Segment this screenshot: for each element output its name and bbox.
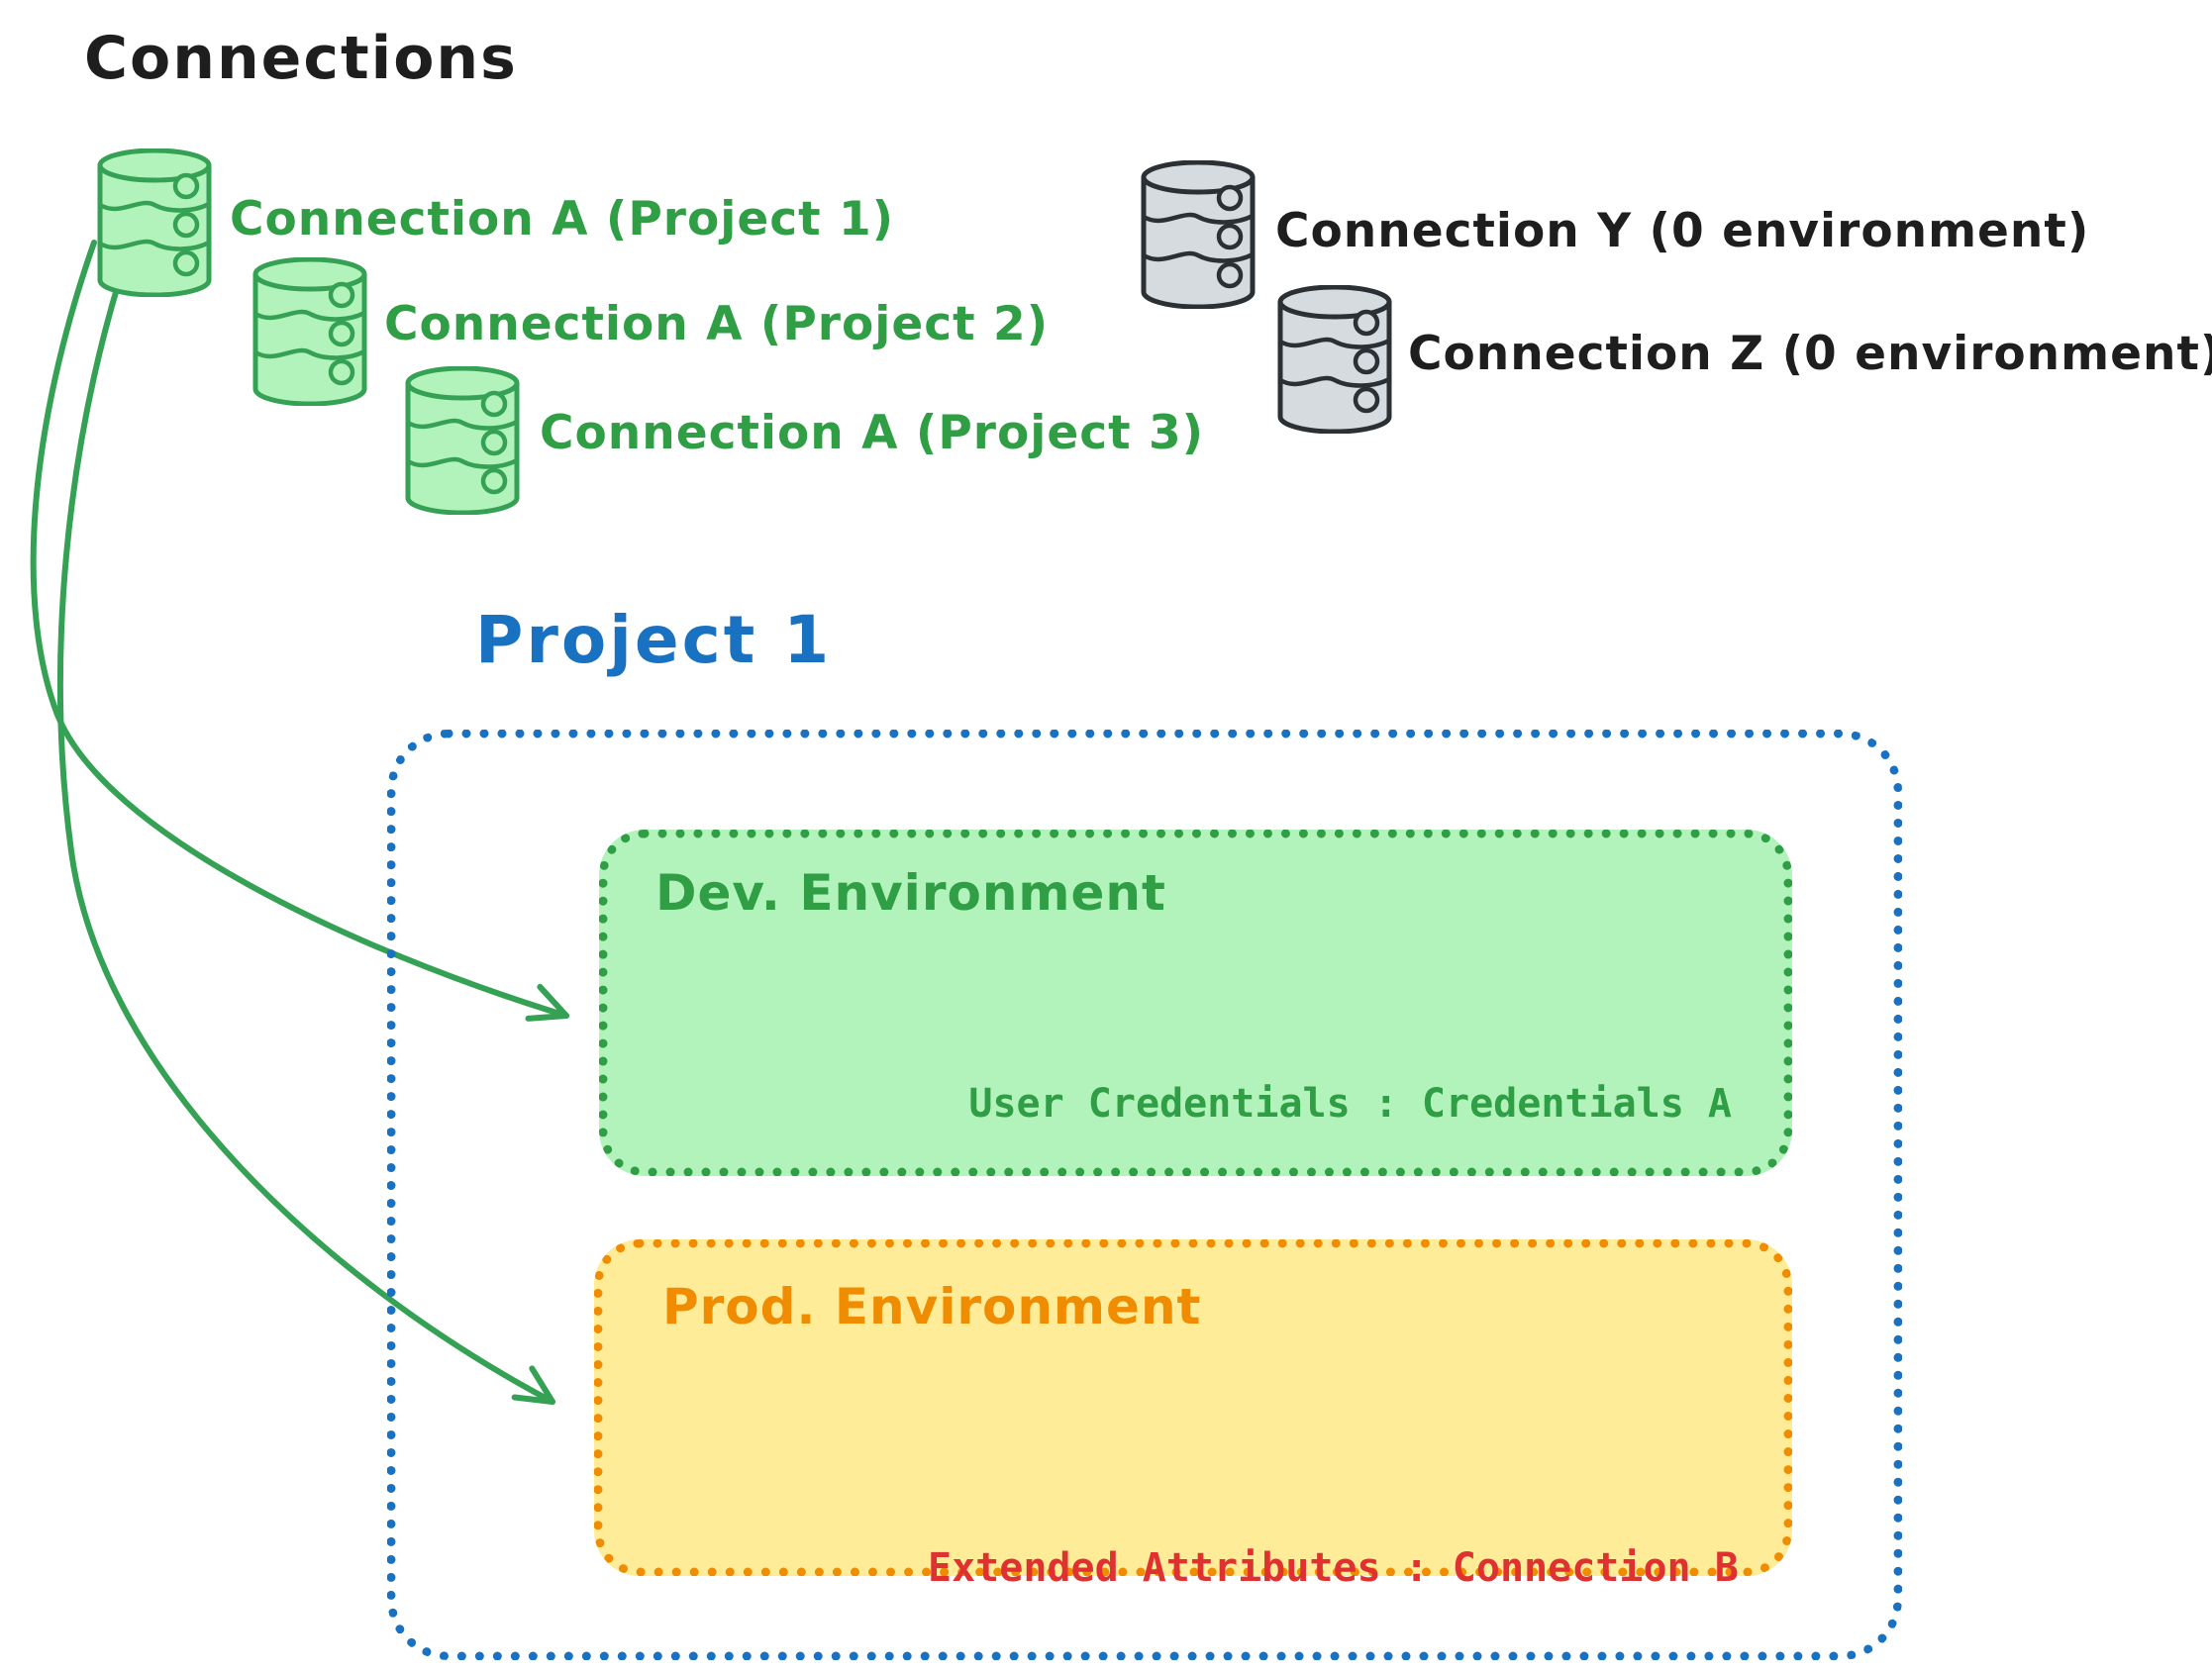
prod-environment-box: Prod. Environment Extended Attributes : … xyxy=(594,1239,1792,1591)
dev-environment-label: Dev. Environment xyxy=(655,864,1166,922)
database-icon xyxy=(1277,285,1392,434)
connection-a-project-2-label: Connection A (Project 2) xyxy=(384,297,1050,351)
project-1-container xyxy=(387,730,1902,1660)
prod-environment-label: Prod. Environment xyxy=(662,1278,1202,1335)
database-icon xyxy=(405,366,520,515)
dev-credentials-text: User Credentials : Credentials A xyxy=(968,1081,1732,1127)
diagram-title: Connections xyxy=(84,24,518,93)
database-icon xyxy=(252,257,367,406)
database-icon xyxy=(1141,160,1256,309)
prod-credentials-line-1: Extended Attributes : Connection B xyxy=(928,1545,1739,1591)
dev-environment-box: Dev. Environment User Credentials : Cred… xyxy=(599,830,1792,1176)
connection-z-label: Connection Z (0 environment) xyxy=(1408,327,2212,381)
project-1-label: Project 1 xyxy=(475,602,833,678)
connection-a-project-1-label: Connection A (Project 1) xyxy=(230,192,895,246)
prod-credentials-text: Extended Attributes : Connection B Ext.A… xyxy=(928,1442,1762,1674)
connection-y-label: Connection Y (0 environment) xyxy=(1275,204,2090,258)
connection-a-project-3-label: Connection A (Project 3) xyxy=(540,406,1205,460)
database-icon xyxy=(97,148,212,297)
